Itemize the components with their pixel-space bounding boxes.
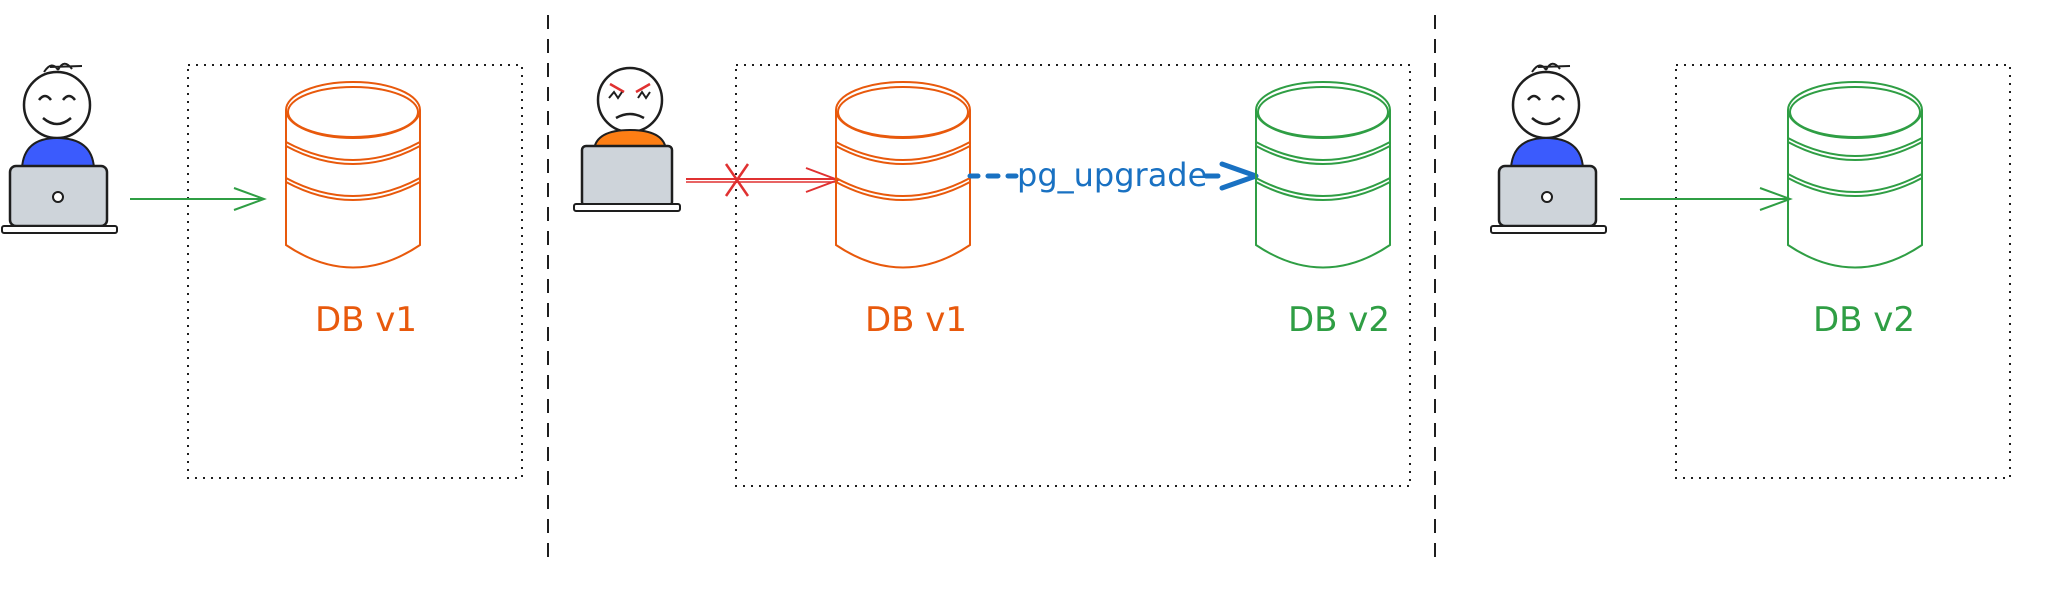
db-label: DB v1 [315, 300, 417, 340]
database-icon-v2 [1255, 81, 1391, 269]
db-label: DB v2 [1813, 300, 1915, 340]
laptop-icon [573, 144, 681, 212]
happy-user-icon [20, 62, 96, 169]
database-icon-v1 [285, 81, 421, 269]
server-box-1 [187, 64, 523, 479]
happy-user-icon [1509, 62, 1585, 169]
pg-upgrade-label: pg_upgrade [1017, 156, 1207, 194]
upgrade-arrow: pg_upgrade [967, 156, 1259, 194]
laptop-icon [1490, 164, 1607, 234]
laptop-icon [1, 164, 118, 234]
connection-arrow-ok [1620, 187, 1793, 211]
database-icon-v2 [1787, 81, 1923, 269]
connection-arrow-ok [130, 187, 267, 211]
database-icon-v1 [835, 81, 971, 269]
server-box-3 [1675, 64, 2011, 479]
db-label: DB v2 [1288, 300, 1390, 340]
angry-user-icon [592, 66, 668, 151]
server-box-2 [735, 64, 1411, 487]
connection-arrow-blocked [686, 163, 841, 197]
db-label: DB v1 [865, 300, 967, 340]
